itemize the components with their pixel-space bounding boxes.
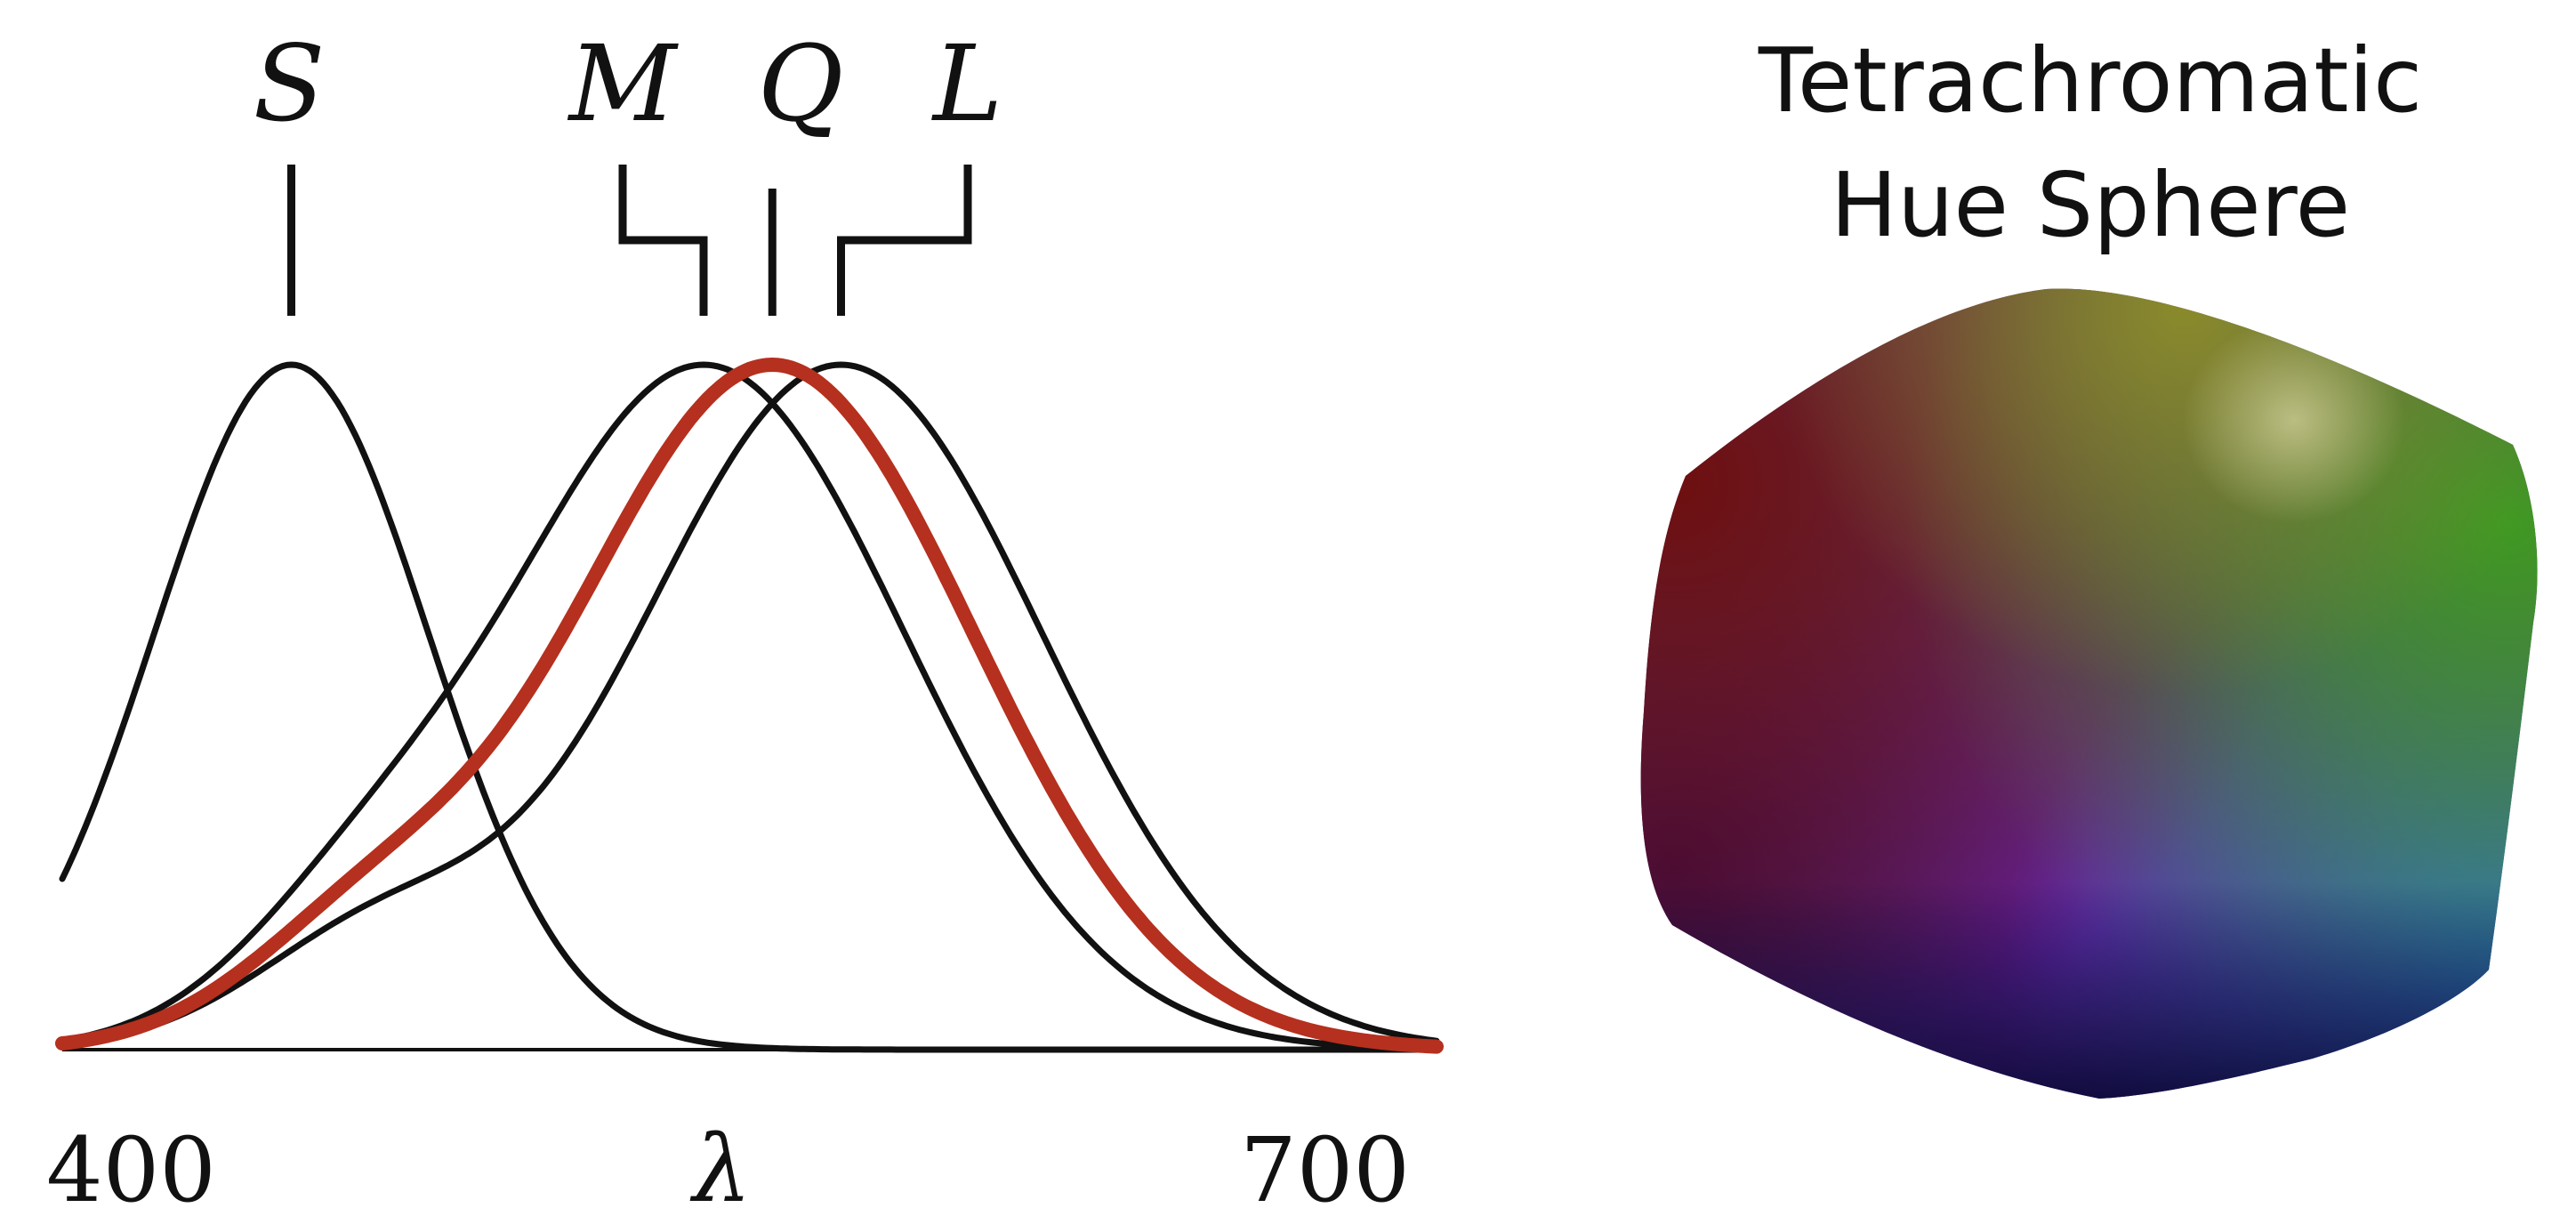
cone-label-l: L: [931, 22, 1002, 145]
cone-sensitivity-chart: S M Q L 400 λ 700: [46, 22, 1444, 1223]
x-tick-label-min: 400: [46, 1118, 216, 1222]
cone-label-s: S: [254, 22, 326, 145]
l-marker: [837, 165, 972, 316]
cone-label-q: Q: [758, 22, 844, 145]
hue-sphere: [1640, 288, 2538, 1099]
curve-q: [55, 358, 1444, 1054]
curve-m: [59, 361, 1440, 1052]
peak-markers: [287, 165, 972, 316]
sphere-title-line1: Tetrachromatic: [1758, 28, 2422, 133]
sphere-title-line2: Hue Sphere: [1831, 153, 2350, 257]
m-marker: [618, 165, 708, 316]
hue-sphere-panel: Tetrachromatic Hue Sphere: [1640, 28, 2538, 1099]
x-axis-symbol: λ: [689, 1115, 752, 1223]
curve-s: [59, 361, 1440, 1053]
curve-l: [59, 361, 1440, 1048]
cone-curves: [55, 358, 1444, 1054]
cone-label-m: M: [568, 22, 680, 145]
x-tick-label-max: 700: [1240, 1118, 1410, 1222]
